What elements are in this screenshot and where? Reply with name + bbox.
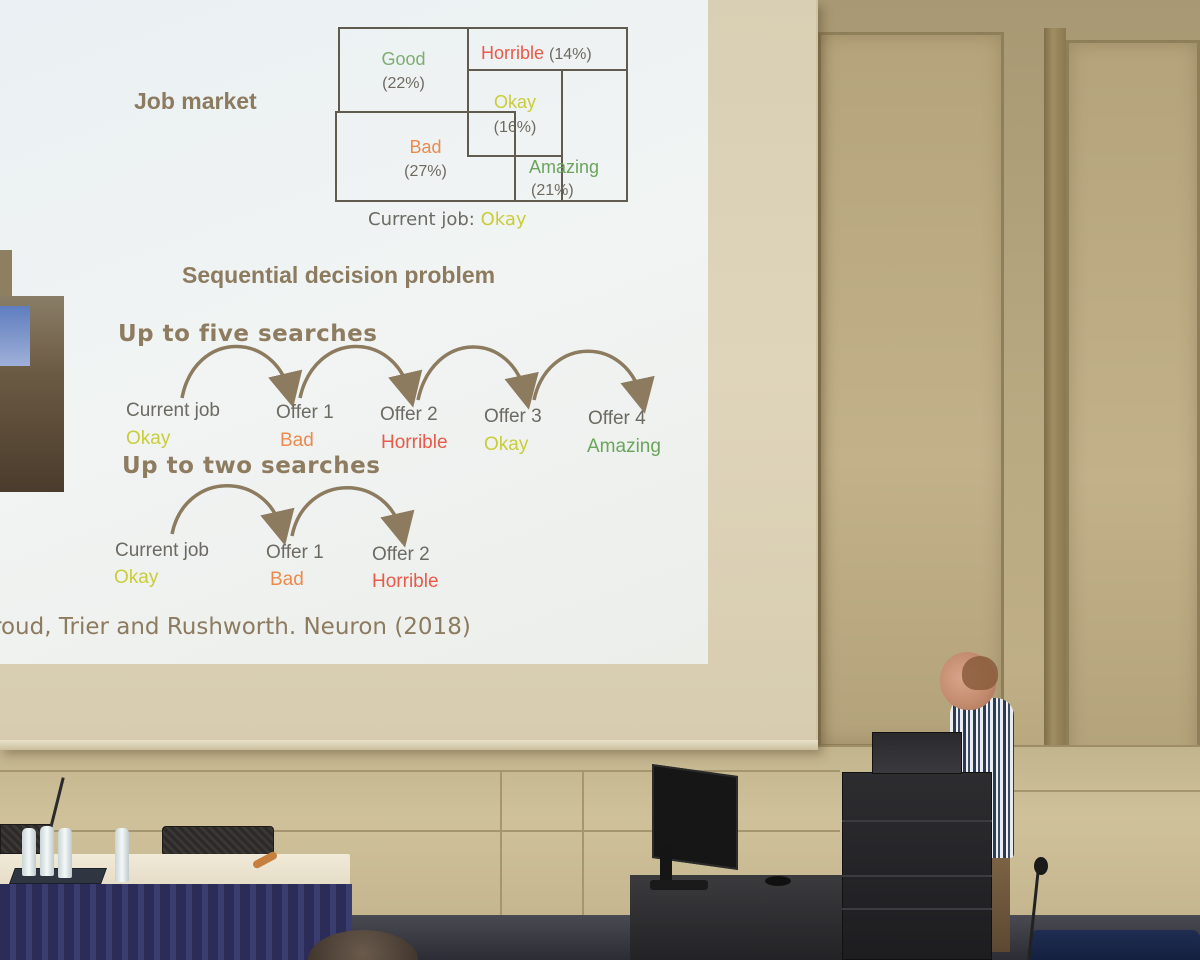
monitor-stand xyxy=(660,845,672,885)
two-searches-heading: Up to two searches xyxy=(122,453,381,479)
chair-back xyxy=(162,826,274,856)
five-node-value: Okay xyxy=(126,428,171,449)
arrow-two-2 xyxy=(290,486,415,548)
presenter-hair xyxy=(962,656,998,690)
slide: Job market Good (22%) Horrible (14%) Oka… xyxy=(0,0,708,664)
mosaic-pct-bad: (27%) xyxy=(404,163,447,180)
water-bottle xyxy=(40,826,54,876)
arrow-five-4 xyxy=(532,349,655,414)
mosaic-label-amazing: Amazing xyxy=(529,157,600,177)
five-node-value: Horrible xyxy=(381,432,448,453)
wall-pillar xyxy=(1044,28,1066,748)
five-node-label: Offer 4 xyxy=(588,408,646,429)
arrow-five-1 xyxy=(180,344,303,408)
mosaic-label-bad: Bad xyxy=(409,137,442,157)
sequential-heading: Sequential decision problem xyxy=(182,262,496,288)
presenter-legs xyxy=(988,852,1010,952)
monitor-base xyxy=(650,880,708,890)
inset-photo-edge xyxy=(0,250,12,296)
audience-seats xyxy=(1030,930,1200,960)
wainscot-divider xyxy=(500,770,502,915)
two-node-value: Okay xyxy=(114,567,159,588)
five-node-value: Amazing xyxy=(587,436,661,457)
laptop xyxy=(872,732,962,774)
two-node-label: Current job xyxy=(115,540,209,561)
wainscot-rail-lower xyxy=(0,830,840,832)
wainscot-rail-right xyxy=(1010,790,1200,792)
screen-bottom-bar xyxy=(0,740,818,750)
five-node-value: Okay xyxy=(484,434,529,455)
mosaic-horrible-row: Horrible (14%) xyxy=(469,43,626,64)
arrow-two-1 xyxy=(170,484,295,546)
lectern-seam xyxy=(842,875,992,877)
five-searches-arrows xyxy=(170,344,655,548)
five-node-value: Bad xyxy=(280,430,314,451)
mosaic-pct-amazing: (21%) xyxy=(531,182,574,199)
water-bottle xyxy=(115,828,129,882)
mosaic-pct-good: (22%) xyxy=(382,75,425,92)
lectern-seam xyxy=(842,908,992,910)
current-job-prefix: Current job: xyxy=(368,209,475,230)
wall-panel-right xyxy=(1066,40,1200,770)
two-node-value: Bad xyxy=(270,569,304,590)
inset-photo-screen xyxy=(0,306,30,366)
mosaic-cell-amazing-lower xyxy=(514,155,628,202)
floor-mic-head xyxy=(1034,857,1048,875)
lectern xyxy=(842,772,992,960)
wainscot-divider xyxy=(582,770,584,915)
five-node-label: Offer 1 xyxy=(276,402,334,423)
water-bottle xyxy=(58,828,72,878)
mosaic-label-okay: Okay xyxy=(493,92,536,112)
two-node-value: Horrible xyxy=(372,571,439,592)
slide-citation: roud, Trier and Rushworth. Neuron (2018) xyxy=(0,614,471,640)
panel-table-cloth xyxy=(0,884,352,960)
job-market-mosaic: Good (22%) Horrible (14%) Okay (16%) Bad… xyxy=(335,27,628,202)
water-bottle xyxy=(22,828,36,876)
wall-panel-left xyxy=(818,32,1004,747)
lectern-seam xyxy=(842,820,992,822)
five-searches-heading: Up to five searches xyxy=(118,321,378,347)
mosaic-pct-horrible: (14%) xyxy=(549,46,592,63)
projection-screen: Job market Good (22%) Horrible (14%) Oka… xyxy=(0,0,818,748)
current-job-value: Okay xyxy=(480,209,527,230)
mosaic-label-horrible: Horrible xyxy=(481,43,545,63)
current-job-caption: Current job: Okay xyxy=(368,209,527,230)
five-node-label: Offer 2 xyxy=(380,404,438,425)
two-node-label: Offer 2 xyxy=(372,544,430,565)
arrow-five-3 xyxy=(416,345,539,410)
five-node-label: Current job xyxy=(126,400,220,421)
two-node-label: Offer 1 xyxy=(266,542,324,563)
job-market-heading: Job market xyxy=(134,88,257,114)
mouse xyxy=(765,876,791,886)
mosaic-label-good: Good xyxy=(381,49,426,69)
arrow-five-2 xyxy=(298,344,423,408)
five-node-label: Offer 3 xyxy=(484,406,542,427)
wainscot-rail xyxy=(0,770,840,772)
